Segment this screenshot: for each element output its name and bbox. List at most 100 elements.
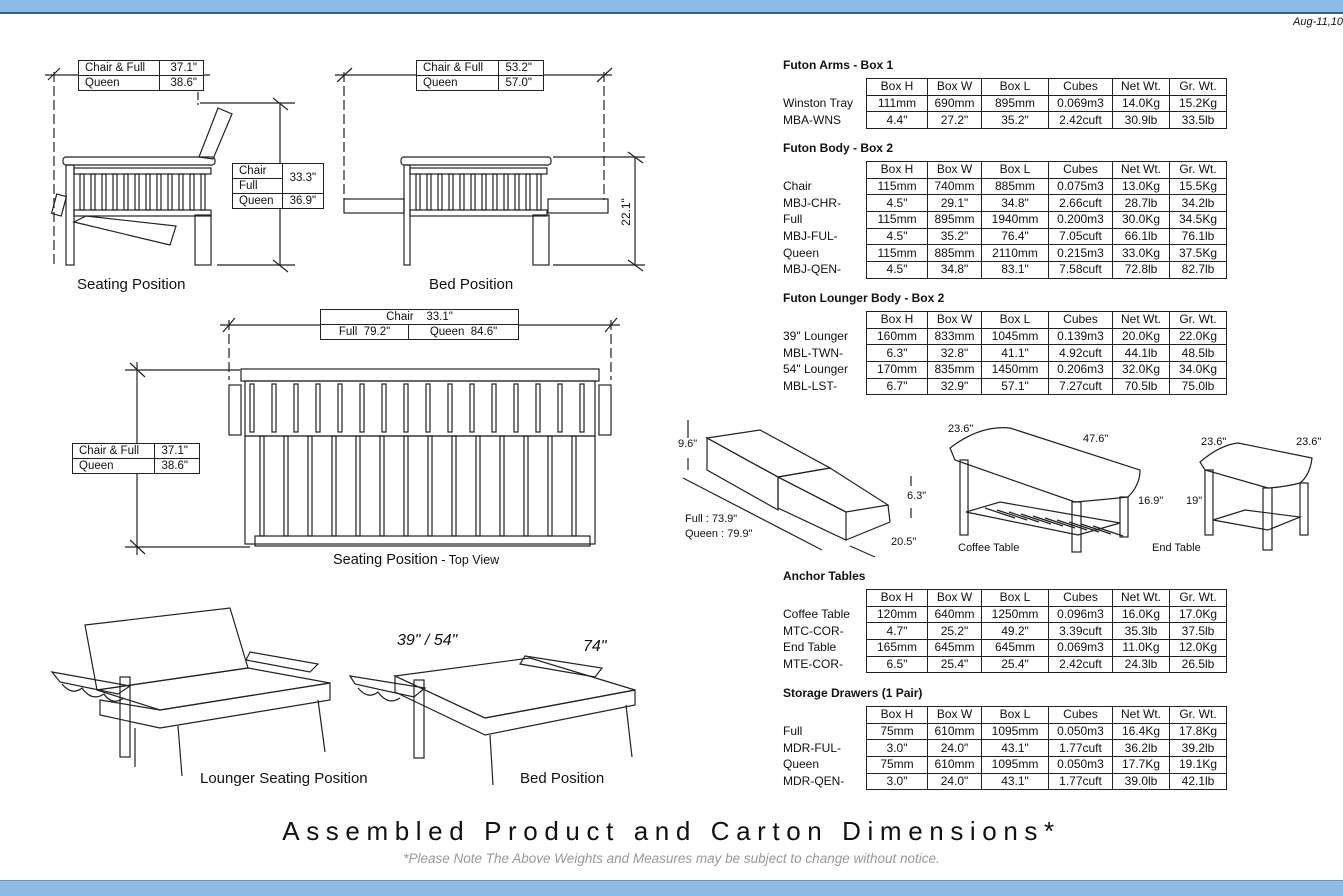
slat	[167, 173, 173, 211]
date-label: Aug-11,10	[1293, 16, 1343, 28]
slat	[307, 435, 313, 537]
lounger-width-label: 39" / 54"	[397, 632, 458, 649]
table-cell: 0.069m3	[1048, 94, 1113, 113]
table-cell: 34.8"	[981, 194, 1049, 213]
table-cell: 33.5lb	[1169, 111, 1227, 130]
column-header: Box H	[866, 311, 928, 329]
column-header: Box L	[981, 589, 1049, 607]
table-cell: 895mm	[927, 211, 982, 229]
table-cell: 34.8"	[927, 261, 982, 279]
table-cell: 25.4"	[927, 655, 982, 674]
table-cell: 33.0Kg	[1112, 244, 1170, 263]
dim-value: 33.3"	[281, 163, 325, 194]
slat	[379, 435, 385, 537]
column-header: Box W	[927, 589, 982, 607]
table-cell: 27.2"	[927, 111, 982, 130]
table-cell: 165mm	[866, 639, 928, 657]
slat	[271, 383, 277, 433]
dim-value: 37.1"	[159, 60, 204, 76]
dim-label: Queen	[232, 193, 283, 209]
disclaimer-note: *Please Note The Above Weights and Measu…	[403, 851, 940, 866]
slat	[359, 383, 365, 433]
lounger-bed-caption: Bed Position	[520, 770, 605, 787]
dim-label: Chair & Full	[77, 60, 161, 76]
table-cell: 49.2"	[981, 622, 1049, 641]
slat	[503, 173, 509, 211]
section-title: Futon Lounger Body - Box 2	[783, 291, 945, 305]
table-cell: 0.069m3	[1048, 639, 1113, 657]
slat	[259, 435, 265, 537]
table-cell: 0.096m3	[1048, 605, 1113, 624]
table-cell: 20.0Kg	[1112, 327, 1170, 346]
column-header: Box L	[981, 706, 1049, 724]
table-cell: 30.9lb	[1112, 111, 1170, 130]
slat	[459, 173, 465, 211]
table-cell: 2110mm	[981, 244, 1049, 263]
table-cell: 0.206m3	[1048, 361, 1113, 379]
table-cell: 14.0Kg	[1112, 94, 1170, 113]
slat	[315, 383, 321, 433]
row-label: Queen	[783, 245, 820, 260]
row-label: Full	[783, 724, 803, 738]
column-header: Net Wt.	[1112, 589, 1170, 607]
table-cell: 36.2lb	[1112, 739, 1170, 758]
end-table-width-2: 23.6"	[1296, 436, 1322, 448]
dim-label: Queen	[71, 458, 156, 474]
table-cell: 120mm	[866, 605, 928, 624]
slat	[189, 173, 195, 211]
slat	[134, 173, 140, 211]
table-cell: 12.0Kg	[1169, 639, 1227, 657]
table-cell: 25.4"	[981, 655, 1049, 674]
slat	[536, 173, 542, 211]
table-cell: 1.77cuft	[1048, 739, 1113, 758]
shelf-slat	[1068, 521, 1100, 533]
end-table-drawing	[1199, 442, 1313, 551]
bed-height-label: 22.1"	[618, 198, 633, 226]
table-cell: 885mm	[927, 244, 982, 263]
dim-value: 38.6"	[159, 75, 204, 91]
slat	[283, 435, 289, 537]
slat	[492, 173, 498, 211]
slat	[178, 173, 184, 211]
table-cell: 2.66cuft	[1048, 194, 1113, 213]
slat	[293, 383, 299, 433]
column-header: Cubes	[1048, 161, 1113, 179]
coffee-table-length: 47.6"	[1083, 433, 1109, 445]
slat	[426, 173, 432, 211]
dim-label: Chair	[386, 310, 414, 323]
slat	[448, 173, 454, 211]
dim-label: Queen	[415, 75, 500, 91]
slat	[403, 383, 409, 433]
table-cell: 17.8Kg	[1169, 722, 1227, 741]
slat	[331, 435, 337, 537]
coffee-table-caption: Coffee Table	[958, 542, 1020, 554]
table-cell: 7.05cuft	[1048, 227, 1113, 246]
section-title: Futon Body - Box 2	[783, 141, 893, 155]
table-cell: 17.0Kg	[1169, 605, 1227, 624]
shelf-slat	[1044, 517, 1076, 529]
row-label: MBJ-QEN-	[783, 262, 841, 277]
row-label: 39" Lounger	[783, 329, 848, 343]
table-cell: 29.1"	[927, 194, 982, 213]
slat	[381, 383, 387, 433]
futon-bed-side-drawing	[335, 67, 645, 272]
table-cell: 4.4"	[866, 111, 928, 130]
shelf-slat	[1080, 523, 1112, 535]
column-header: Box W	[927, 311, 982, 329]
seating-position-caption: Seating Position	[77, 276, 186, 293]
table-cell: 690mm	[927, 94, 982, 113]
table-cell: 1940mm	[981, 211, 1049, 229]
drawer-length-queen: Queen : 79.9"	[685, 528, 753, 540]
column-header: Gr. Wt.	[1169, 706, 1227, 724]
dim-label: Chair & Full	[71, 443, 156, 459]
table-cell: 160mm	[866, 327, 928, 346]
